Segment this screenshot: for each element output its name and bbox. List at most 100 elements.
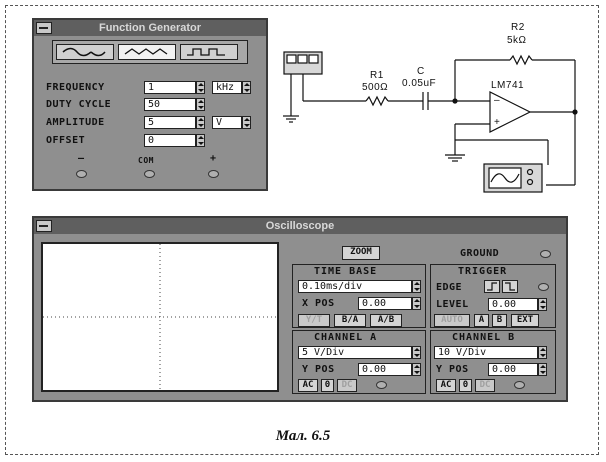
channel-a-ypos-input[interactable]: 0.00 xyxy=(358,363,412,376)
trigger-title: TRIGGER xyxy=(458,266,508,277)
plus-terminal[interactable] xyxy=(208,170,219,178)
trigger-a-button[interactable]: A xyxy=(474,314,489,327)
offset-label: OFFSET xyxy=(46,135,86,146)
offset-input[interactable]: 0 xyxy=(144,134,196,147)
minus-terminal[interactable] xyxy=(76,170,87,178)
c-value: 0.05uF xyxy=(402,78,437,89)
channel-a-scale-input[interactable]: 5 V/Div xyxy=(298,346,412,359)
amplitude-spinner[interactable] xyxy=(196,116,205,129)
ground-terminal[interactable] xyxy=(540,250,551,258)
channel-a-ypos-label: Y POS xyxy=(302,364,335,375)
resistor-r1 xyxy=(365,95,389,107)
com-terminal-label: COM xyxy=(138,156,154,165)
channel-b-scale-spinner[interactable] xyxy=(538,346,547,359)
opamp-name: LM741 xyxy=(491,80,525,91)
level-label: LEVEL xyxy=(436,299,469,310)
r2-name: R2 xyxy=(511,22,525,33)
system-menu-icon[interactable] xyxy=(36,220,52,232)
trigger-b-button[interactable]: B xyxy=(492,314,507,327)
channel-b-ypos-spinner[interactable] xyxy=(538,363,547,376)
channel-b-dc-button[interactable]: DC xyxy=(475,379,495,392)
channel-a-ac-button[interactable]: AC xyxy=(298,379,318,392)
x-pos-input[interactable]: 0.00 xyxy=(358,297,412,310)
x-pos-spinner[interactable] xyxy=(412,297,421,310)
amplitude-unit-spinner[interactable] xyxy=(242,116,251,129)
amplitude-input[interactable]: 5 xyxy=(144,116,196,129)
time-base-spinner[interactable] xyxy=(412,280,421,293)
oscilloscope-screen xyxy=(41,242,279,392)
function-generator-window: Function Generator FREQUENCY 1 kHz DUTY … xyxy=(32,18,268,191)
screen-graticule xyxy=(43,244,277,390)
ext-trigger-terminal[interactable] xyxy=(538,283,549,291)
triangle-wave-button[interactable] xyxy=(118,44,176,60)
level-spinner[interactable] xyxy=(538,298,547,311)
function-generator-titlebar[interactable]: Function Generator xyxy=(34,20,266,36)
r1-name: R1 xyxy=(370,70,384,81)
frequency-unit-select[interactable]: kHz xyxy=(212,81,242,94)
channel-a-terminal[interactable] xyxy=(376,381,387,389)
amplitude-label: AMPLITUDE xyxy=(46,117,105,128)
opamp-plus-sign: + xyxy=(494,117,501,128)
system-menu-icon[interactable] xyxy=(36,22,52,34)
plus-terminal-label: + xyxy=(210,153,217,164)
time-base-group xyxy=(292,264,426,328)
channel-b-title: CHANNEL B xyxy=(452,332,516,343)
sine-wave-button[interactable] xyxy=(56,44,114,60)
triangle-wave-icon xyxy=(124,48,168,55)
channel-b-ac-button[interactable]: AC xyxy=(436,379,456,392)
function-generator-title: Function Generator xyxy=(98,22,202,34)
channel-b-ypos-input[interactable]: 0.00 xyxy=(488,363,538,376)
channel-a-scale-spinner[interactable] xyxy=(412,346,421,359)
oscilloscope-titlebar[interactable]: Oscilloscope xyxy=(34,218,566,234)
frequency-unit-spinner[interactable] xyxy=(242,81,251,94)
sine-wave-icon xyxy=(62,47,106,57)
com-terminal[interactable] xyxy=(144,170,155,178)
x-pos-label: X POS xyxy=(302,298,335,309)
minus-terminal-label: – xyxy=(78,153,85,164)
trigger-ext-button[interactable]: EXT xyxy=(511,314,539,327)
oscilloscope-title: Oscilloscope xyxy=(265,220,335,232)
yt-mode-button[interactable]: Y/T xyxy=(298,314,330,327)
duty-cycle-label: DUTY CYCLE xyxy=(46,99,112,110)
time-base-input[interactable]: 0.10ms/div xyxy=(298,280,412,293)
frequency-input[interactable]: 1 xyxy=(144,81,196,94)
square-wave-icon xyxy=(187,48,225,56)
auto-trigger-button[interactable]: AUTO xyxy=(434,314,470,327)
r1-value: 500Ω xyxy=(362,82,389,93)
duty-cycle-spinner[interactable] xyxy=(196,98,205,111)
opamp-minus-sign: – xyxy=(494,95,501,106)
figure-caption: Мал. 6.5 xyxy=(275,428,331,444)
channel-b-ypos-label: Y POS xyxy=(436,364,469,375)
frequency-spinner[interactable] xyxy=(196,81,205,94)
offset-spinner[interactable] xyxy=(196,134,205,147)
channel-a-ypos-spinner[interactable] xyxy=(412,363,421,376)
channel-b-scale-input[interactable]: 10 V/Div xyxy=(434,346,538,359)
time-base-title: TIME BASE xyxy=(314,266,378,277)
rising-edge-icon xyxy=(487,282,497,291)
resistor-r2 xyxy=(509,54,533,66)
amplitude-unit-select[interactable]: V xyxy=(212,116,242,129)
channel-b-terminal[interactable] xyxy=(514,381,525,389)
channel-a-dc-button[interactable]: DC xyxy=(337,379,357,392)
level-input[interactable]: 0.00 xyxy=(488,298,538,311)
ab-mode-button[interactable]: A/B xyxy=(370,314,402,327)
circuit-schematic xyxy=(283,51,578,193)
figure-frame xyxy=(5,5,599,455)
channel-b-zero-button[interactable]: 0 xyxy=(459,379,472,392)
channel-a-zero-button[interactable]: 0 xyxy=(321,379,334,392)
channel-a-group xyxy=(292,330,426,394)
rising-edge-button[interactable] xyxy=(484,280,500,293)
zoom-button[interactable]: ZOOM xyxy=(342,246,380,260)
channel-a-title: CHANNEL A xyxy=(314,332,378,343)
r2-value: 5kΩ xyxy=(507,35,527,46)
square-wave-button[interactable] xyxy=(180,44,238,60)
channel-b-group xyxy=(430,330,556,394)
frequency-label: FREQUENCY xyxy=(46,82,105,93)
edge-label: EDGE xyxy=(436,282,463,293)
falling-edge-button[interactable] xyxy=(502,280,518,293)
ground-label: GROUND xyxy=(460,248,500,259)
duty-cycle-input[interactable]: 50 xyxy=(144,98,196,111)
ba-mode-button[interactable]: B/A xyxy=(334,314,366,327)
oscilloscope-window: Oscilloscope ZOOM GROUND TIME BASE 0.10m… xyxy=(32,216,568,402)
falling-edge-icon xyxy=(505,282,515,291)
